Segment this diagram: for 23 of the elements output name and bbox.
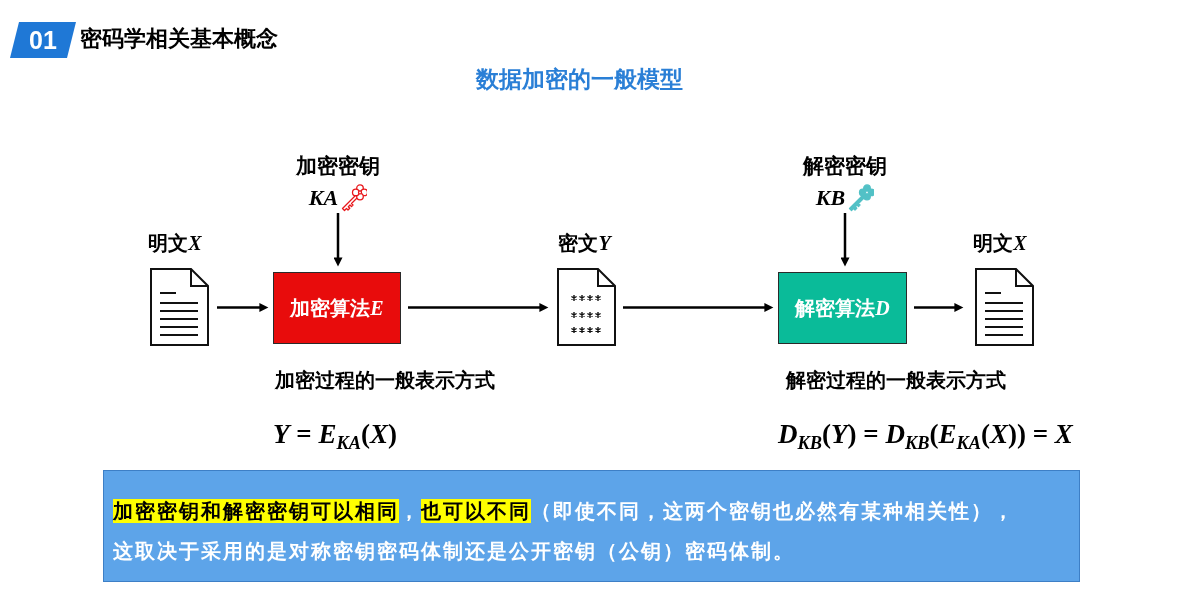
document-label: 密文Y — [558, 231, 611, 255]
document-label: 明文X — [973, 231, 1027, 255]
key-symbol: KB — [815, 185, 846, 210]
caption: 解密过程的一般表示方式 — [786, 368, 1006, 392]
formula: D$_{KB}$(Y) = D$_{KB}$(E$_{KA}$(X)) = X — [778, 418, 1073, 451]
section-heading: 密码学相关基本概念 — [80, 25, 278, 53]
process-box: 解密算法D — [778, 272, 907, 344]
arrow — [840, 213, 850, 267]
key-title: 解密密钥 — [803, 154, 887, 178]
key-symbol: KA — [308, 185, 339, 210]
note-box: 加密密钥和解密密钥可以相同，也可以不同（即使不同，这两个密钥也必然有某种相关性），这取决于采用的是对称密钥密码体制还是公开密钥（公钥）密码体制。 — [103, 470, 1080, 582]
arrow — [333, 213, 343, 267]
process-box: 加密算法E — [273, 272, 401, 344]
arrow — [408, 303, 549, 312]
caption: 加密过程的一般表示方式 — [275, 368, 495, 392]
document-label: 明文X — [148, 231, 202, 255]
arrow — [217, 303, 269, 312]
key-title: 加密密钥 — [296, 154, 380, 178]
formula: Y = E$_{KA}$(X) — [273, 418, 397, 451]
arrow — [623, 303, 774, 312]
section-badge: 01 — [10, 22, 76, 58]
diagram-title: 数据加密的一般模型 — [476, 65, 683, 94]
arrow — [914, 303, 964, 312]
